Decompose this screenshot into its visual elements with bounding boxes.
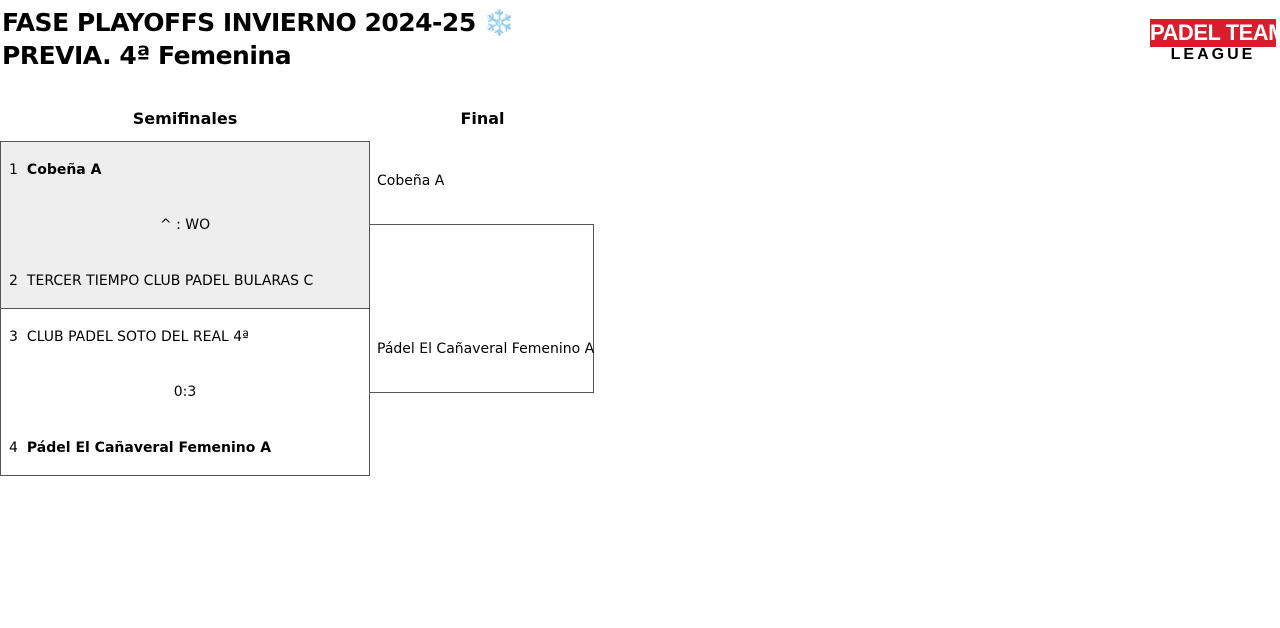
final-bracket-connector [370,224,594,393]
match-score: 0:3 [173,384,197,400]
logo-bottom-text: LEAGUE [1170,46,1256,63]
round-header-final: Final [460,109,505,128]
team-name: Cobeña A [26,162,102,178]
title-line-1: FASE PLAYOFFS INVIERNO 2024-25 ❄️ [2,8,515,37]
semifinal-match-2[interactable]: 3 CLUB PADEL SOTO DEL REAL 4ª 0:3 4 Pádel … [0,308,370,476]
round-header-semifinals: Semifinales [132,109,238,128]
logo-top-text: PADEL TEAM [1150,19,1276,47]
team-row: 1 Cobeña A [9,160,101,180]
seed-number: 4 [9,440,18,456]
seed-number: 2 [9,273,18,289]
seed-number: 1 [9,162,18,178]
team-name: CLUB PADEL SOTO DEL REAL 4ª [26,329,249,345]
team-name: TERCER TIEMPO CLUB PADEL BULARAS C [26,273,314,289]
team-name: Pádel El Cañaveral Femenino A [26,440,272,456]
semifinal-match-1[interactable]: 1 Cobeña A ^ : WO 2 TERCER TIEMPO CLUB PAD… [0,141,370,309]
final-team-bottom[interactable]: Pádel El Cañaveral Femenino A [377,341,595,357]
title-line-2: PREVIA. 4ª Femenina [2,41,292,70]
match-score: ^ : WO [159,217,211,233]
padel-team-league-logo: PADEL TEAM LEAGUE [1150,19,1276,63]
final-team-top[interactable]: Cobeña A [377,173,445,189]
seed-number: 3 [9,329,18,345]
team-row: 2 TERCER TIEMPO CLUB PADEL BULARAS C [9,271,313,291]
team-row: 4 Pádel El Cañaveral Femenino A [9,438,271,458]
page-title: FASE PLAYOFFS INVIERNO 2024-25 ❄️ PREVIA… [2,6,515,72]
team-row: 3 CLUB PADEL SOTO DEL REAL 4ª [9,327,249,347]
